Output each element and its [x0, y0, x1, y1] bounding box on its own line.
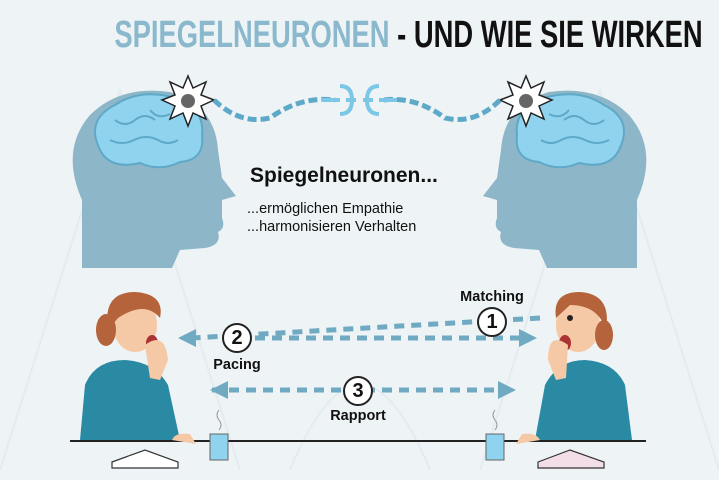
title-part-2: - UND WIE SIE WIRKEN: [397, 14, 703, 56]
right-head-silhouette: [483, 90, 647, 268]
arrow-head-left-icon: [178, 329, 196, 347]
step-number-2: 2: [222, 323, 252, 353]
neuron-burst-left-icon: [160, 74, 216, 129]
page-title: SPIEGELNEURONEN - UND WIE SIE WIRKEN: [0, 14, 719, 57]
right-woman-illustration: [485, 292, 632, 469]
step-label-matching: Matching: [460, 289, 524, 305]
arrow-head-right-icon: [519, 329, 537, 347]
arrow-head-left-icon: [210, 381, 228, 399]
arrow-head-right-icon: [498, 381, 516, 399]
neuron-chain-right: [383, 96, 502, 122]
center-headline: Spiegelneuronen...: [250, 164, 438, 187]
neuron-chain-left: [212, 96, 336, 123]
center-line-behaviour: ...harmonisieren Verhalten: [247, 219, 417, 235]
step-label-pacing: Pacing: [213, 357, 261, 373]
left-woman-illustration: [80, 292, 229, 469]
step-number-3: 3: [343, 376, 373, 406]
left-head-silhouette: [72, 90, 236, 268]
neuron-burst-right-icon: [498, 74, 554, 129]
synapse-connectors-icon: [322, 84, 397, 116]
center-line-empathy: ...ermöglichen Empathie: [247, 201, 404, 217]
step-label-rapport: Rapport: [330, 408, 386, 424]
title-part-1: SPIEGELNEURONEN: [114, 14, 390, 56]
step-number-1: 1: [477, 307, 507, 337]
